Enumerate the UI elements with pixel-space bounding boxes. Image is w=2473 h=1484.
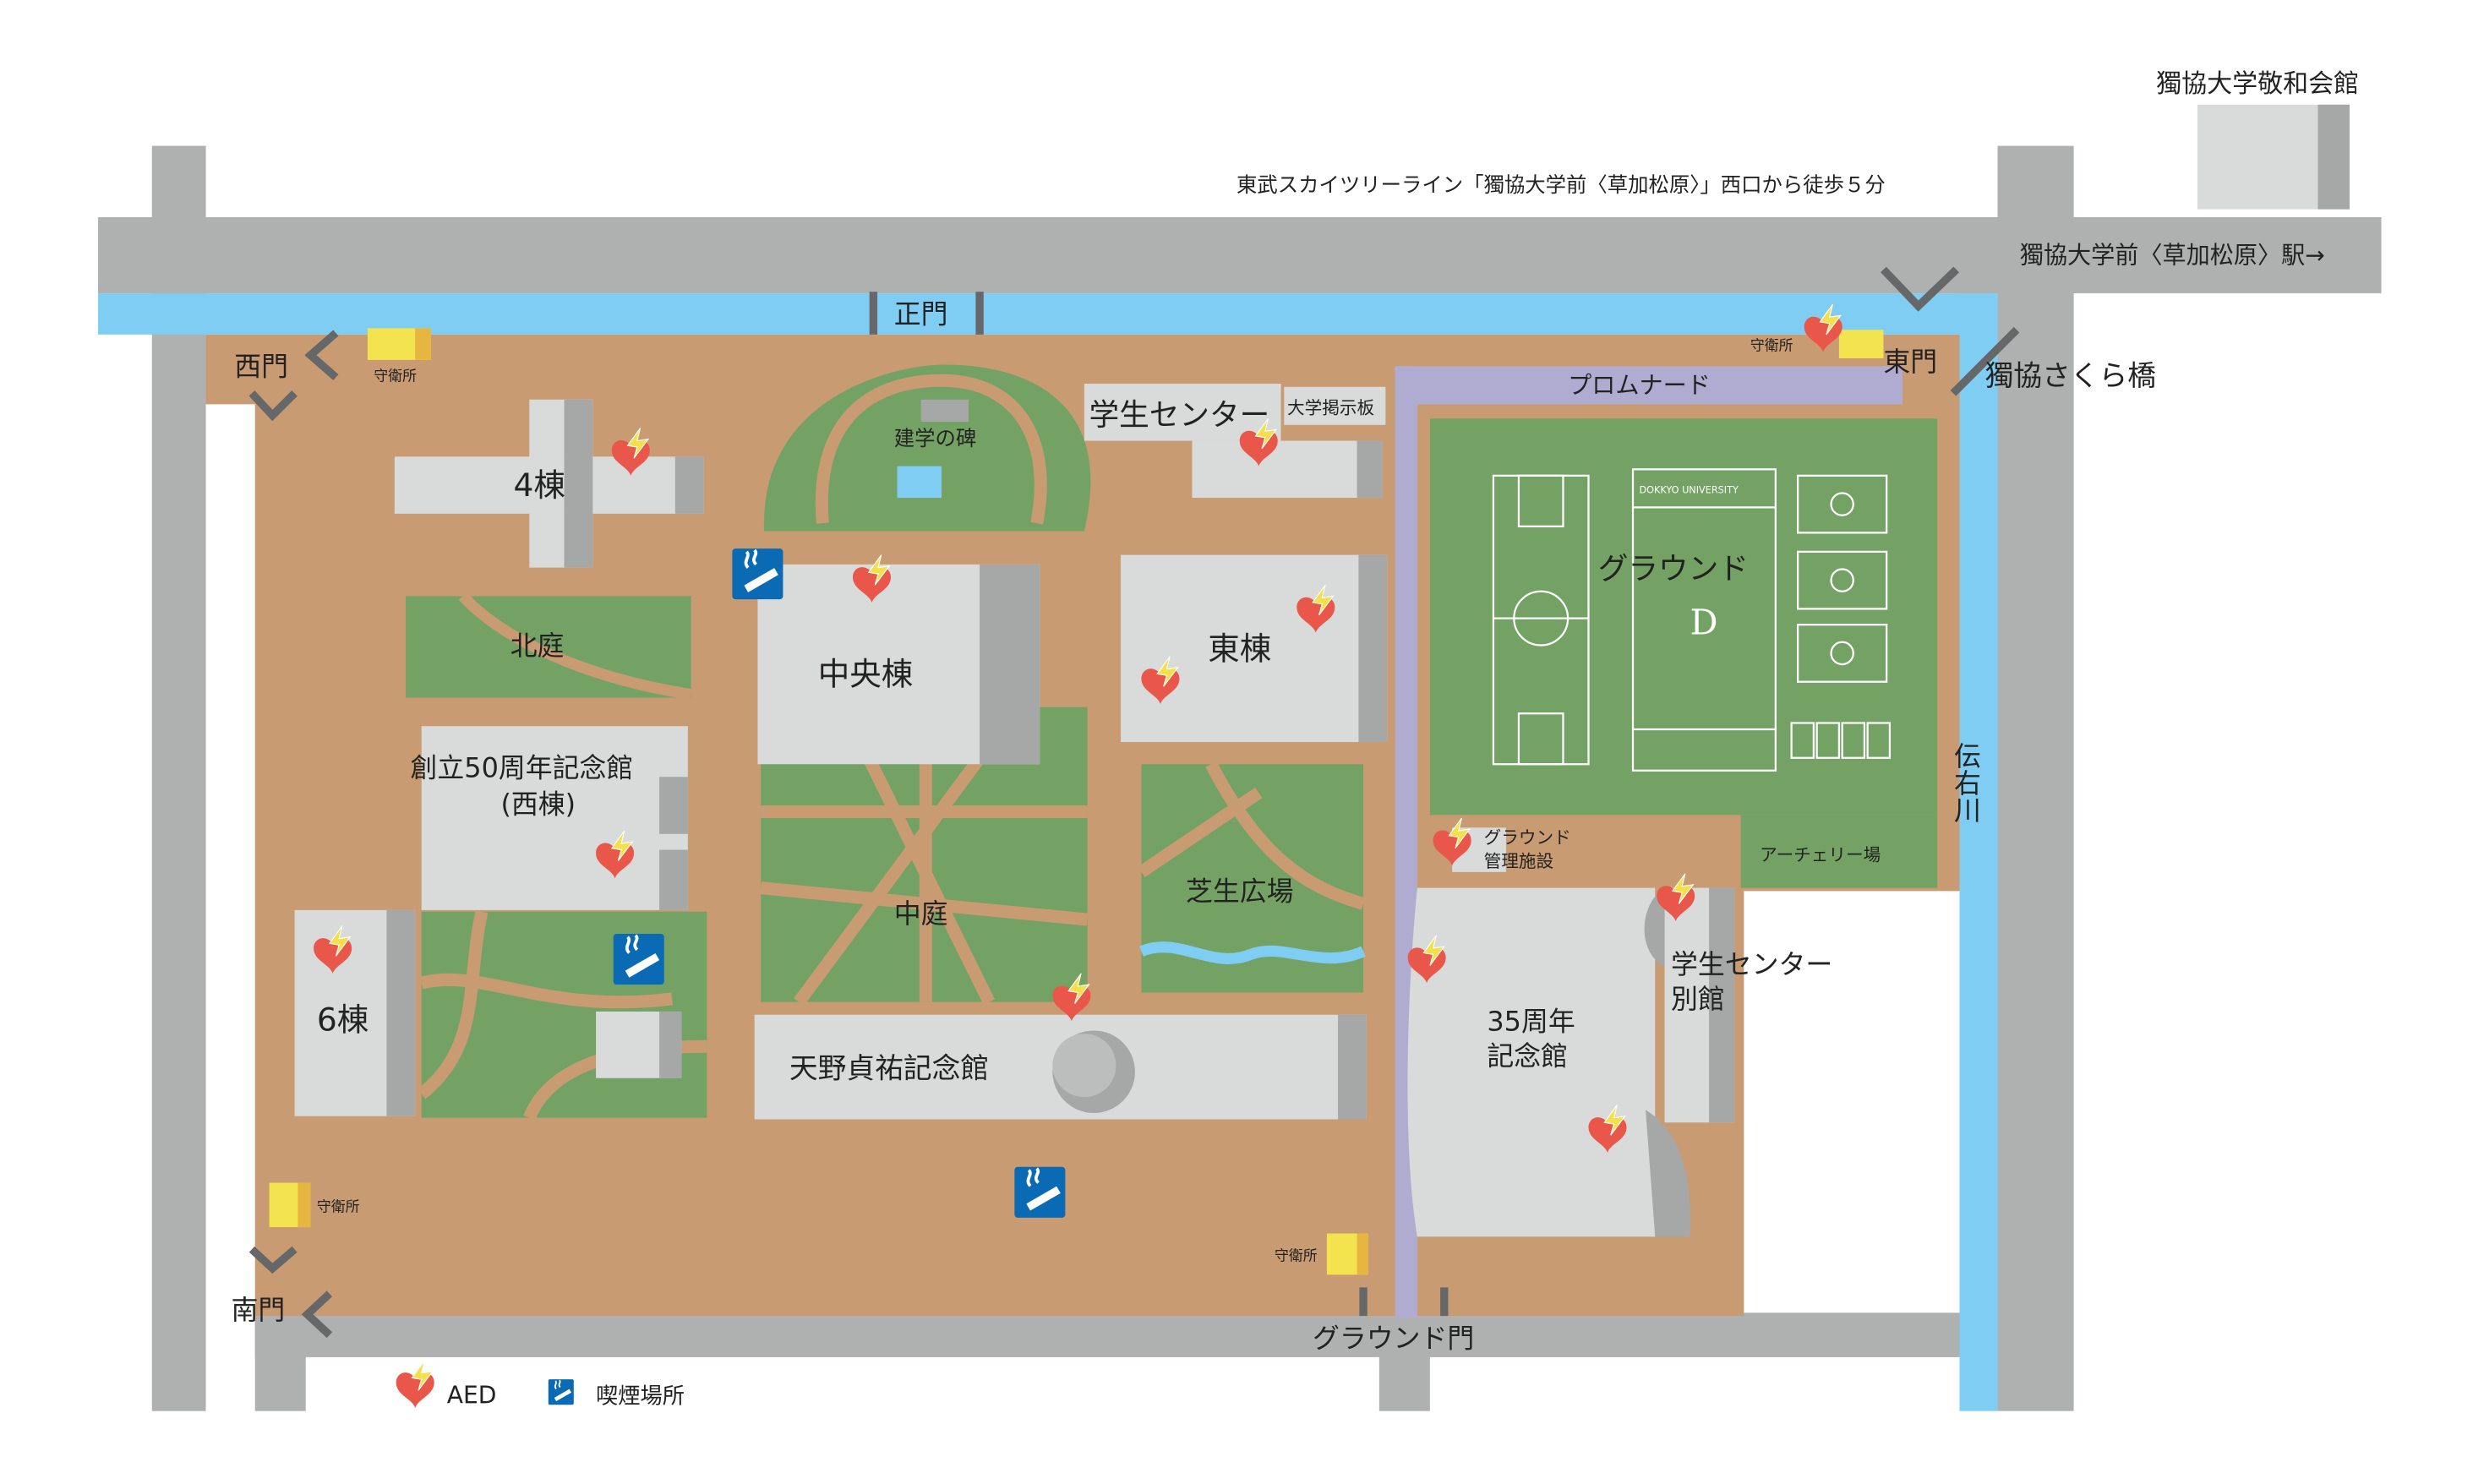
station-direction: 獨協大学前〈草加松原〉駅→ <box>2020 241 2325 269</box>
guard-house-south <box>269 1182 311 1228</box>
gate-markers <box>248 266 2020 1339</box>
east-building <box>1121 554 1388 742</box>
founding-monument-label: 建学の碑 <box>894 426 977 450</box>
student-center-label: 学生センター <box>1089 398 1270 433</box>
building-6-label: 6棟 <box>317 1001 368 1038</box>
dokkyo-logo-icon: D <box>1690 602 1718 642</box>
amano-memorial-label: 天野貞祐記念館 <box>789 1052 989 1085</box>
memorial-50-label-1: 創立50周年記念館 <box>411 751 634 783</box>
legend-aed-label: AED <box>447 1381 497 1409</box>
field-brand-label: DOKKYO UNIVERSITY <box>1640 484 1739 495</box>
ground-facility-label-1: グラウンド <box>1484 827 1571 848</box>
guard-house-west-label: 守衛所 <box>374 367 417 384</box>
building-4 <box>394 399 704 568</box>
bulletin-board-label: 大学掲示板 <box>1287 398 1374 418</box>
central-building-label: 中央棟 <box>818 655 914 692</box>
lawn-plaza-label: 芝生広場 <box>1186 876 1293 908</box>
guard-house-south-label: 守衛所 <box>317 1198 360 1214</box>
guard-house-east-label: 守衛所 <box>1750 337 1793 354</box>
archery-label: アーチェリー場 <box>1760 845 1881 865</box>
guard-house-ground <box>1326 1233 1368 1275</box>
founding-monument <box>897 399 969 499</box>
access-note: 東武スカイツリーライン「獨協大学前〈草加松原〉」西口から徒歩５分 <box>1236 172 1886 197</box>
east-gate-label: 東門 <box>1883 346 1937 378</box>
legend: AED 喫煙場所 <box>396 1360 685 1409</box>
keiwa-hall <box>2197 104 2350 210</box>
south-gate-label: 南門 <box>232 1294 286 1326</box>
small-building <box>596 1011 682 1078</box>
keiwa-hall-label: 獨協大学敬和会館 <box>2156 69 2359 99</box>
promenade-label: プロムナード <box>1568 371 1711 399</box>
guard-house-east <box>1838 330 1884 358</box>
central-building <box>757 564 1040 765</box>
building-4-label: 4棟 <box>514 466 565 504</box>
legend-aed-icon <box>396 1360 435 1409</box>
legend-smoking-label: 喫煙場所 <box>596 1383 685 1409</box>
ground-gate-label: グラウンド門 <box>1313 1323 1474 1355</box>
river-label: 伝右川 <box>1950 742 1982 823</box>
east-building-label: 東棟 <box>1208 630 1271 667</box>
memorial-50 <box>421 726 688 910</box>
memorial-35-label-2: 記念館 <box>1487 1040 1568 1072</box>
memorial-35-label-1: 35周年 <box>1487 1005 1575 1037</box>
main-gate-label: 正門 <box>894 298 948 330</box>
annex-label-1: 学生センター <box>1671 948 1832 980</box>
central-garden-label: 中庭 <box>894 897 948 930</box>
guard-house-ground-label: 守衛所 <box>1275 1247 1318 1263</box>
ground-label: グラウンド <box>1598 552 1749 587</box>
amano-memorial <box>754 1014 1367 1120</box>
memorial-35 <box>1407 887 1690 1237</box>
legend-smoking-icon <box>547 1378 575 1406</box>
north-garden-label: 北庭 <box>510 630 565 662</box>
student-center-annex <box>1644 887 1735 1123</box>
ground-facility-label-2: 管理施設 <box>1484 851 1554 871</box>
bridge-label: 獨協さくら橋 <box>1985 359 2157 392</box>
memorial-50-label-2: (西棟) <box>501 788 576 820</box>
annex-label-2: 別館 <box>1671 983 1725 1015</box>
west-gate-label: 西門 <box>234 351 288 383</box>
guard-house-west <box>367 328 431 360</box>
